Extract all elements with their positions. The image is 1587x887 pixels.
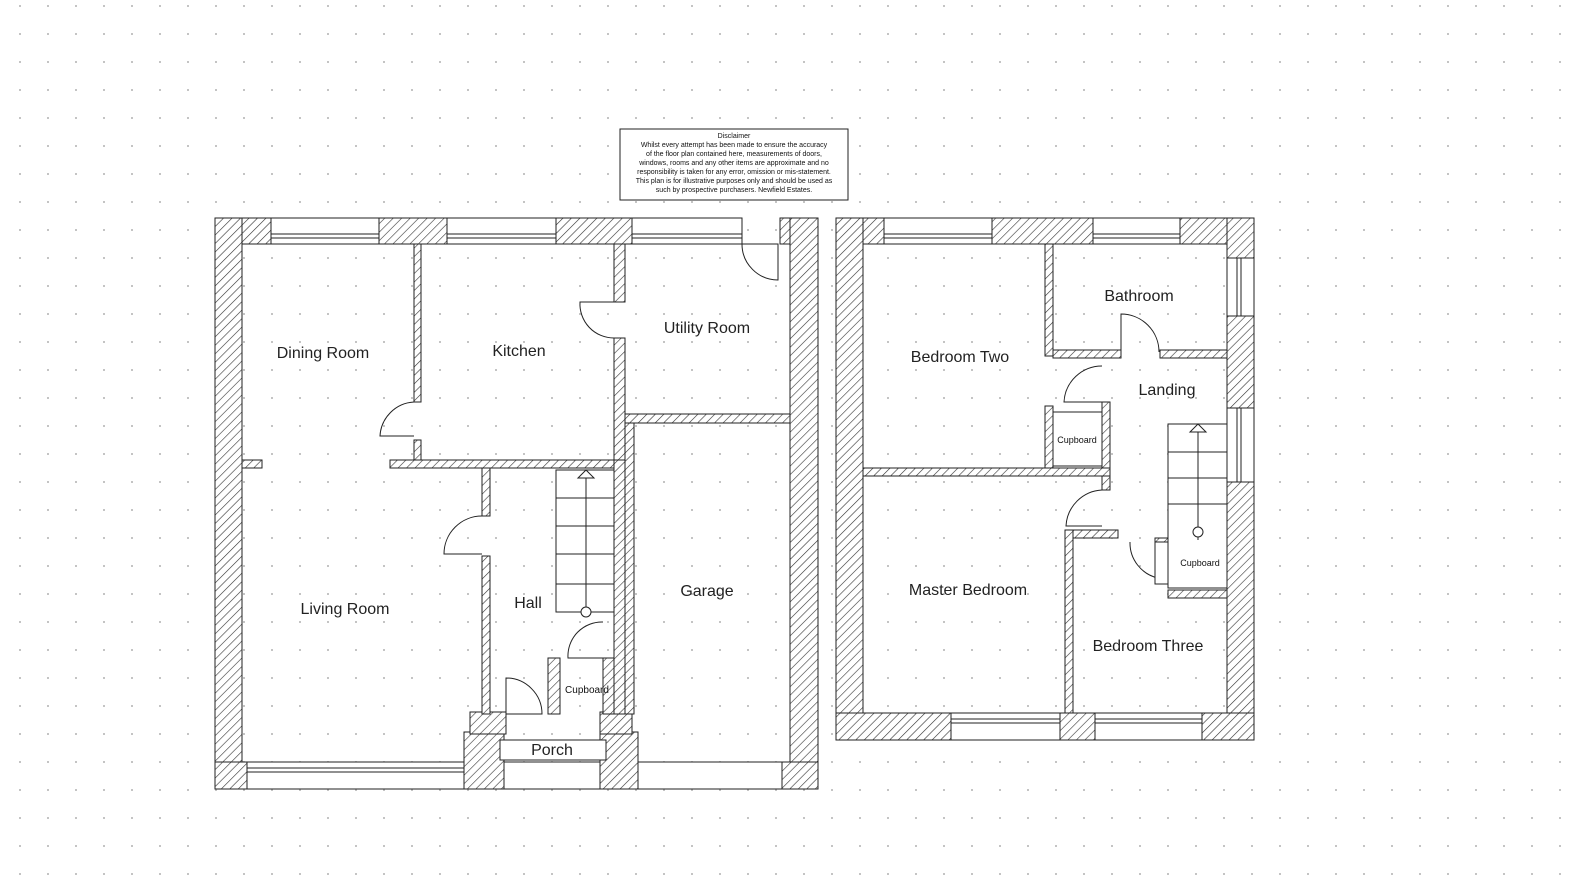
disclaimer-line: such by prospective purchasers. Newfield… <box>656 187 812 194</box>
room-label-garage: Garage <box>680 583 733 600</box>
disclaimer-title: Disclaimer <box>718 133 751 140</box>
room-label-utility-room: Utility Room <box>664 320 750 337</box>
disclaimer-line: windows, rooms and any other items are a… <box>638 160 829 167</box>
disclaimer-line: of the floor plan contained here, measur… <box>646 151 822 158</box>
ground-floor-windows <box>246 217 783 790</box>
room-label-bedroom-three: Bedroom Three <box>1093 638 1204 655</box>
first-floor-windows <box>883 217 1255 741</box>
ground-floor-walls <box>214 217 819 790</box>
first-floor-doors <box>1063 313 1160 579</box>
disclaimer-line: Whilst every attempt has been made to en… <box>641 142 828 149</box>
disclaimer-line: This plan is for illustrative purposes o… <box>636 178 833 185</box>
room-label-landing: Landing <box>1139 382 1196 399</box>
room-label-bedroom-two: Bedroom Two <box>911 349 1010 366</box>
room-label-cupboard-right: Cupboard <box>1180 558 1220 568</box>
porch-box <box>499 739 607 761</box>
room-label-master-bedroom: Master Bedroom <box>909 582 1027 599</box>
first-floor-plan: Bedroom Two Bathroom Landing Cupboard Cu… <box>835 217 1255 741</box>
disclaimer-box: Disclaimer Whilst every attempt has been… <box>619 128 849 201</box>
room-label-cupboard: Cupboard <box>565 685 609 696</box>
ground-floor-doors <box>379 243 779 715</box>
room-label-kitchen: Kitchen <box>492 343 545 360</box>
room-label-living-room: Living Room <box>301 601 390 618</box>
disclaimer-line: responsibility is taken for any error, o… <box>637 169 831 176</box>
room-label-cupboard-left: Cupboard <box>1057 435 1097 445</box>
room-label-porch: Porch <box>531 742 573 759</box>
room-label-bathroom: Bathroom <box>1104 288 1173 305</box>
room-label-hall: Hall <box>514 595 542 612</box>
room-label-dining-room: Dining Room <box>277 345 369 362</box>
ground-floor-plan: Dining Room Kitchen Utility Room Living … <box>214 217 819 790</box>
ground-floor-stairs <box>555 469 615 618</box>
first-floor-stairs <box>1167 423 1228 589</box>
